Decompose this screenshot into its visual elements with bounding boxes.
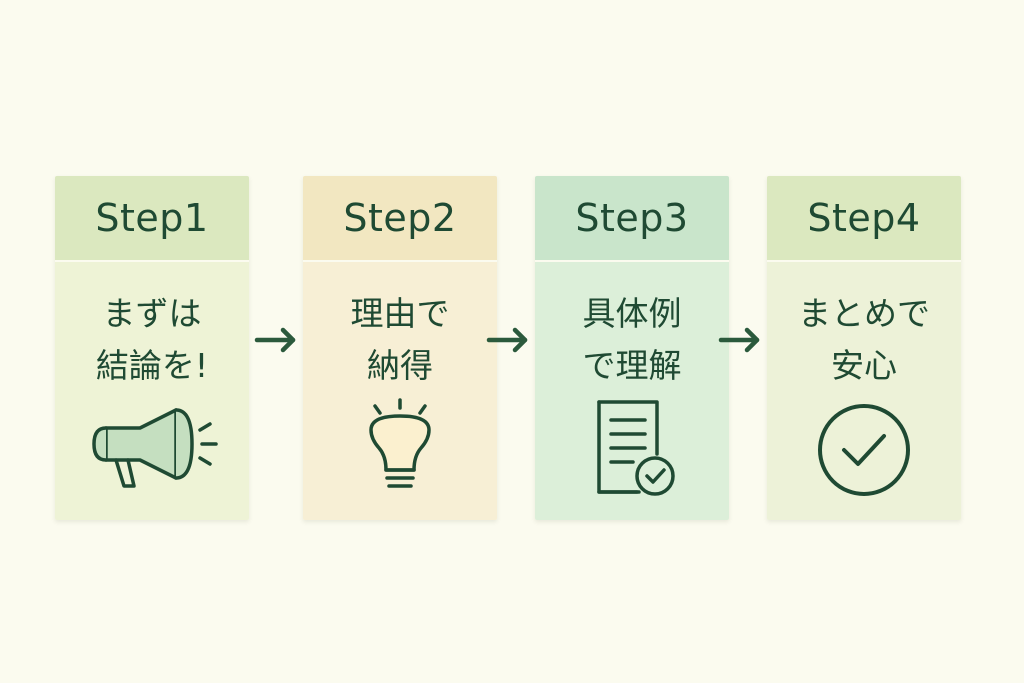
step-body-1: まずは 結論を! <box>55 262 249 520</box>
step-message-4: まとめで 安心 <box>798 294 930 385</box>
step-body-2: 理由で 納得 <box>303 262 497 520</box>
step-title-1: Step1 <box>55 176 249 260</box>
step-message-3: 具体例 で理解 <box>582 294 682 385</box>
step-body-3: 具体例 で理解 <box>535 262 729 520</box>
checked-document-icon <box>597 400 675 496</box>
step-title-4: Step4 <box>767 176 961 260</box>
step-card-4: Step4 まとめで 安心 <box>767 176 961 520</box>
step-body-4: まとめで 安心 <box>767 262 961 520</box>
lightbulb-icon <box>369 398 431 488</box>
arrow-right-icon <box>486 327 528 353</box>
step-title-3: Step3 <box>535 176 729 260</box>
check-circle-icon <box>818 404 910 496</box>
step-message-2: 理由で 納得 <box>350 294 450 385</box>
arrow-right-icon <box>718 327 760 353</box>
megaphone-icon <box>92 408 218 488</box>
step-message-1: まずは 結論を! <box>95 294 209 385</box>
step-card-1: Step1 まずは 結論を! <box>55 176 249 520</box>
step-card-3: Step3 具体例 で理解 <box>535 176 729 520</box>
step-card-2: Step2 理由で 納得 <box>303 176 497 520</box>
arrow-right-icon <box>254 327 296 353</box>
step-title-2: Step2 <box>303 176 497 260</box>
